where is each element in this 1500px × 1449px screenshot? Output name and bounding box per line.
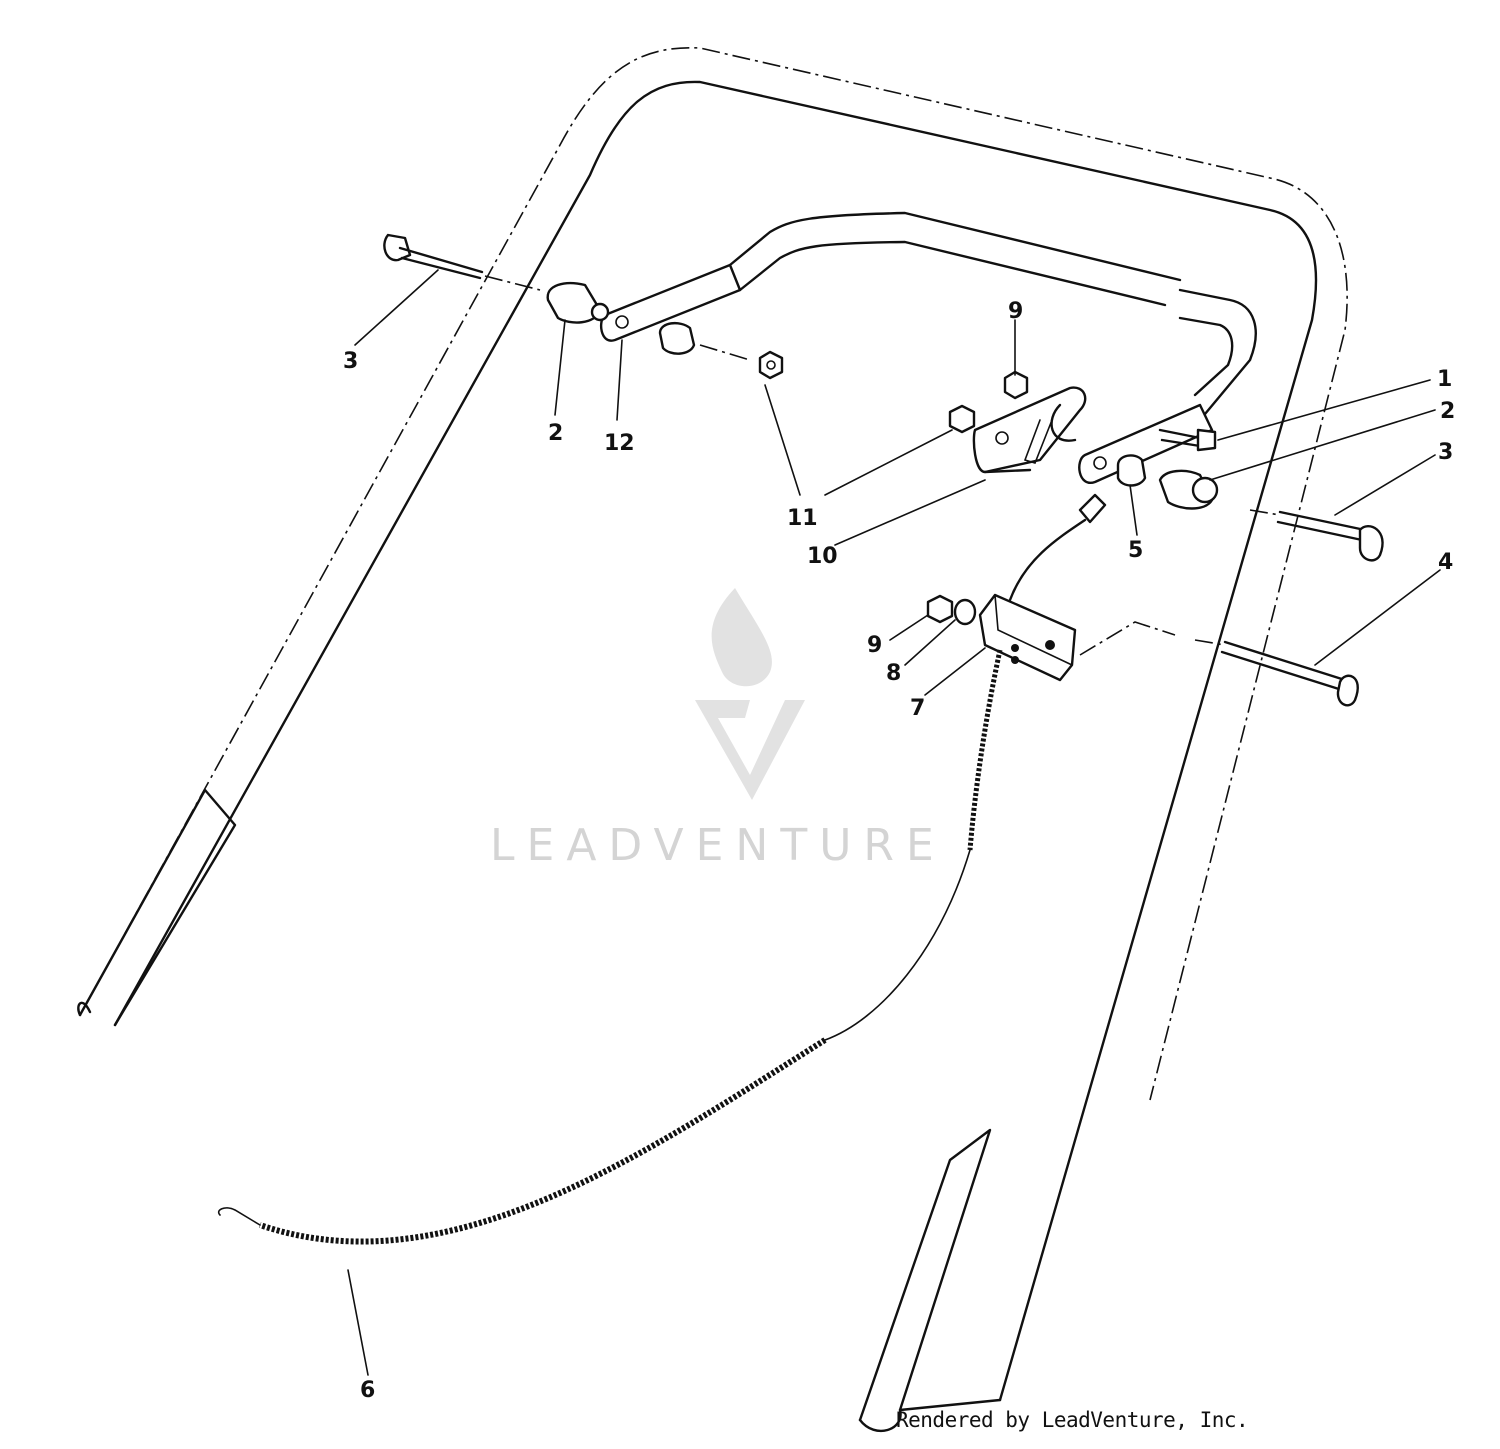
spacer-12 — [658, 321, 751, 361]
callout-7: 7 — [910, 696, 925, 721]
callout-11: 11 — [787, 506, 818, 531]
leader-lines — [347, 269, 1441, 1376]
callout-6: 6 — [360, 1378, 375, 1403]
washer-8 — [953, 598, 977, 626]
nut-11-right — [948, 404, 976, 434]
callout-2-left: 2 — [548, 421, 563, 446]
bolt-3-right — [1249, 509, 1384, 562]
callout-3-right: 3 — [1438, 440, 1453, 465]
callout-3-left: 3 — [343, 349, 358, 374]
control-bail — [599, 211, 1257, 484]
callout-9-bottom: 9 — [867, 633, 882, 658]
bushing-2-left — [546, 281, 610, 324]
bushing-2-right — [1158, 469, 1219, 510]
callout-12: 12 — [604, 431, 635, 456]
nut-11-left — [758, 350, 784, 380]
callout-10: 10 — [807, 544, 838, 569]
bolt-3-left — [383, 233, 541, 291]
callout-4: 4 — [1438, 550, 1453, 575]
switch-7 — [978, 593, 1176, 682]
callout-9-top: 9 — [1008, 299, 1023, 324]
render-credit: Rendered by LeadVenture, Inc. — [896, 1408, 1249, 1432]
main-handle-frame — [77, 46, 1348, 1432]
spacer-5 — [1116, 454, 1147, 487]
callout-2-right: 2 — [1440, 399, 1455, 424]
cable-6 — [217, 649, 1003, 1245]
callout-1: 1 — [1437, 367, 1452, 392]
callout-8: 8 — [886, 661, 901, 686]
nut-9-top — [1003, 370, 1029, 400]
wire-lead — [1008, 493, 1107, 602]
nut-9-bottom — [926, 594, 954, 624]
watermark-logo — [695, 588, 805, 800]
bolt-4 — [1194, 639, 1359, 707]
watermark-text: LEADVENTURE — [490, 820, 946, 871]
bracket-10 — [972, 386, 1087, 474]
bolt-1 — [1158, 428, 1217, 452]
callout-5: 5 — [1128, 538, 1143, 563]
